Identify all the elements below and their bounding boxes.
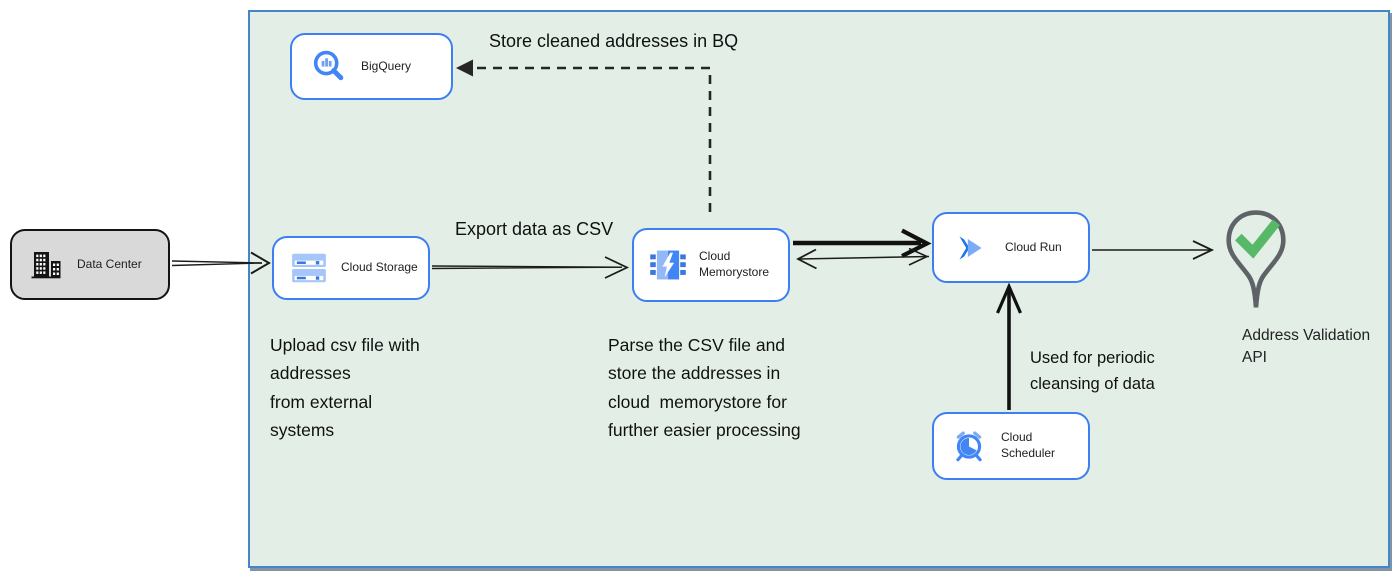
node-cloud-run[interactable]: Cloud Run xyxy=(932,212,1090,283)
cloud-scheduler-icon xyxy=(950,427,988,465)
node-bigquery[interactable]: BigQuery xyxy=(290,33,453,100)
label-export-data-csv: Export data as CSV xyxy=(455,219,614,239)
cloud-storage-icon xyxy=(290,250,328,286)
node-address-validation[interactable] xyxy=(1222,206,1290,320)
building-icon xyxy=(28,247,64,283)
node-label: Cloud Run xyxy=(1005,239,1062,254)
address-validation-label: Address Validation API xyxy=(1242,327,1371,366)
note-parse-csv: Parse the CSV file and store the address… xyxy=(608,335,801,441)
note-periodic-cleansing: Used for periodic cleansing of data xyxy=(1030,349,1155,394)
node-label: Cloud Memorystore xyxy=(699,249,770,279)
node-cloud-scheduler[interactable]: Cloud Scheduler xyxy=(932,412,1090,480)
node-label: Data Center xyxy=(77,256,142,271)
location-pin-check-icon xyxy=(1222,206,1290,320)
label-store-cleaned-addresses: Store cleaned addresses in BQ xyxy=(489,31,739,51)
gcp-boundary-box xyxy=(248,10,1390,568)
node-cloud-memorystore[interactable]: Cloud Memorystore xyxy=(632,228,790,302)
node-label: BigQuery xyxy=(361,58,412,73)
node-label: Cloud Scheduler xyxy=(1001,430,1056,460)
cloud-run-icon xyxy=(952,230,990,266)
note-upload-csv: Upload csv file with addresses from exte… xyxy=(270,335,420,441)
memorystore-icon xyxy=(648,246,688,284)
bigquery-icon xyxy=(310,48,348,86)
node-cloud-storage[interactable]: Cloud Storage xyxy=(272,236,430,300)
node-label: Cloud Storage xyxy=(341,260,418,275)
node-data-center[interactable]: Data Center xyxy=(10,229,170,300)
